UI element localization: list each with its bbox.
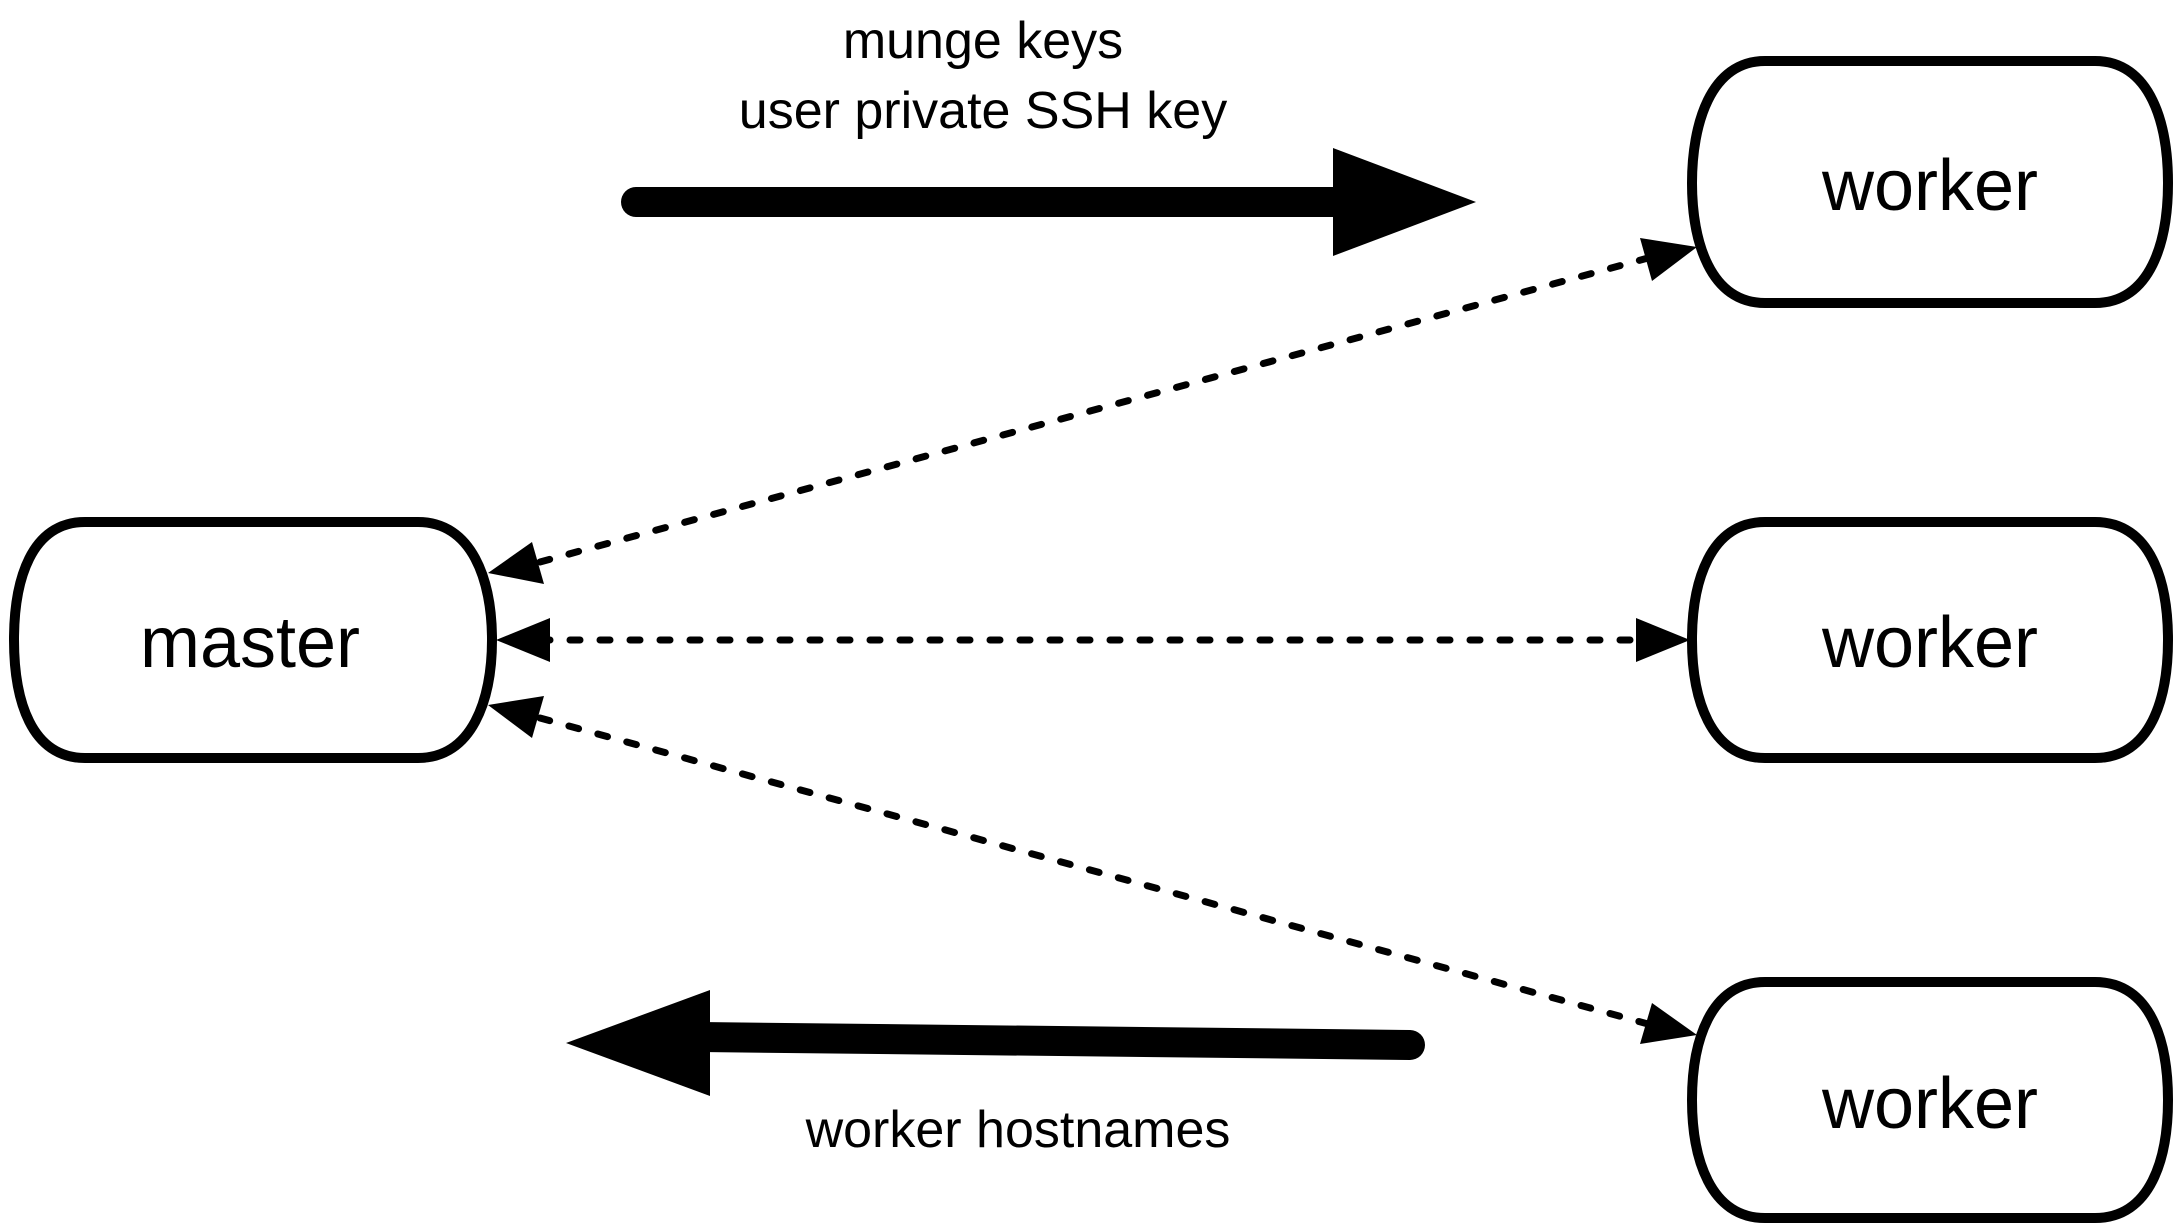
collect-hostnames-label: worker hostnames <box>805 1101 1231 1159</box>
connection-bottom-line <box>536 714 1652 1028</box>
worker-node-top-label: worker <box>1821 146 2038 226</box>
worker-node-middle-label: worker <box>1821 603 2038 683</box>
collect-hostnames-arrow-shaft <box>685 1022 1425 1060</box>
collect-hostnames-arrow: worker hostnames <box>566 990 1425 1159</box>
worker-node-top-shape <box>1686 56 2174 308</box>
push-keys-arrow: munge keys user private SSH key <box>621 12 1476 256</box>
connection-top-line <box>536 254 1652 566</box>
connection-middle-arrowhead-worker <box>1636 618 1690 662</box>
connection-top-arrowhead-worker <box>1640 238 1697 281</box>
push-keys-label-line2: user private SSH key <box>739 82 1227 140</box>
worker-node-bottom-label: worker <box>1821 1064 2038 1144</box>
connection-bottom-arrowhead-worker <box>1640 1003 1697 1044</box>
master-node-shape <box>8 517 498 763</box>
connection-top-arrowhead-master <box>488 542 544 584</box>
connection-master-worker-top <box>488 238 1697 584</box>
worker-node-middle-shape <box>1686 517 2174 763</box>
worker-node-middle: worker <box>1686 517 2174 763</box>
master-node-label: master <box>140 603 360 683</box>
collect-hostnames-arrowhead <box>566 990 710 1096</box>
push-keys-label-line1: munge keys <box>843 12 1123 70</box>
connection-master-worker-middle <box>496 618 1690 662</box>
worker-node-bottom: worker <box>1686 977 2174 1223</box>
connection-master-worker-bottom <box>488 696 1697 1044</box>
worker-node-top: worker <box>1686 56 2174 308</box>
connection-bottom-arrowhead-master <box>488 696 544 738</box>
connection-middle-arrowhead-master <box>496 618 550 662</box>
push-keys-arrowhead <box>1333 148 1476 256</box>
master-node: master <box>8 517 498 763</box>
worker-node-bottom-shape <box>1686 977 2174 1223</box>
